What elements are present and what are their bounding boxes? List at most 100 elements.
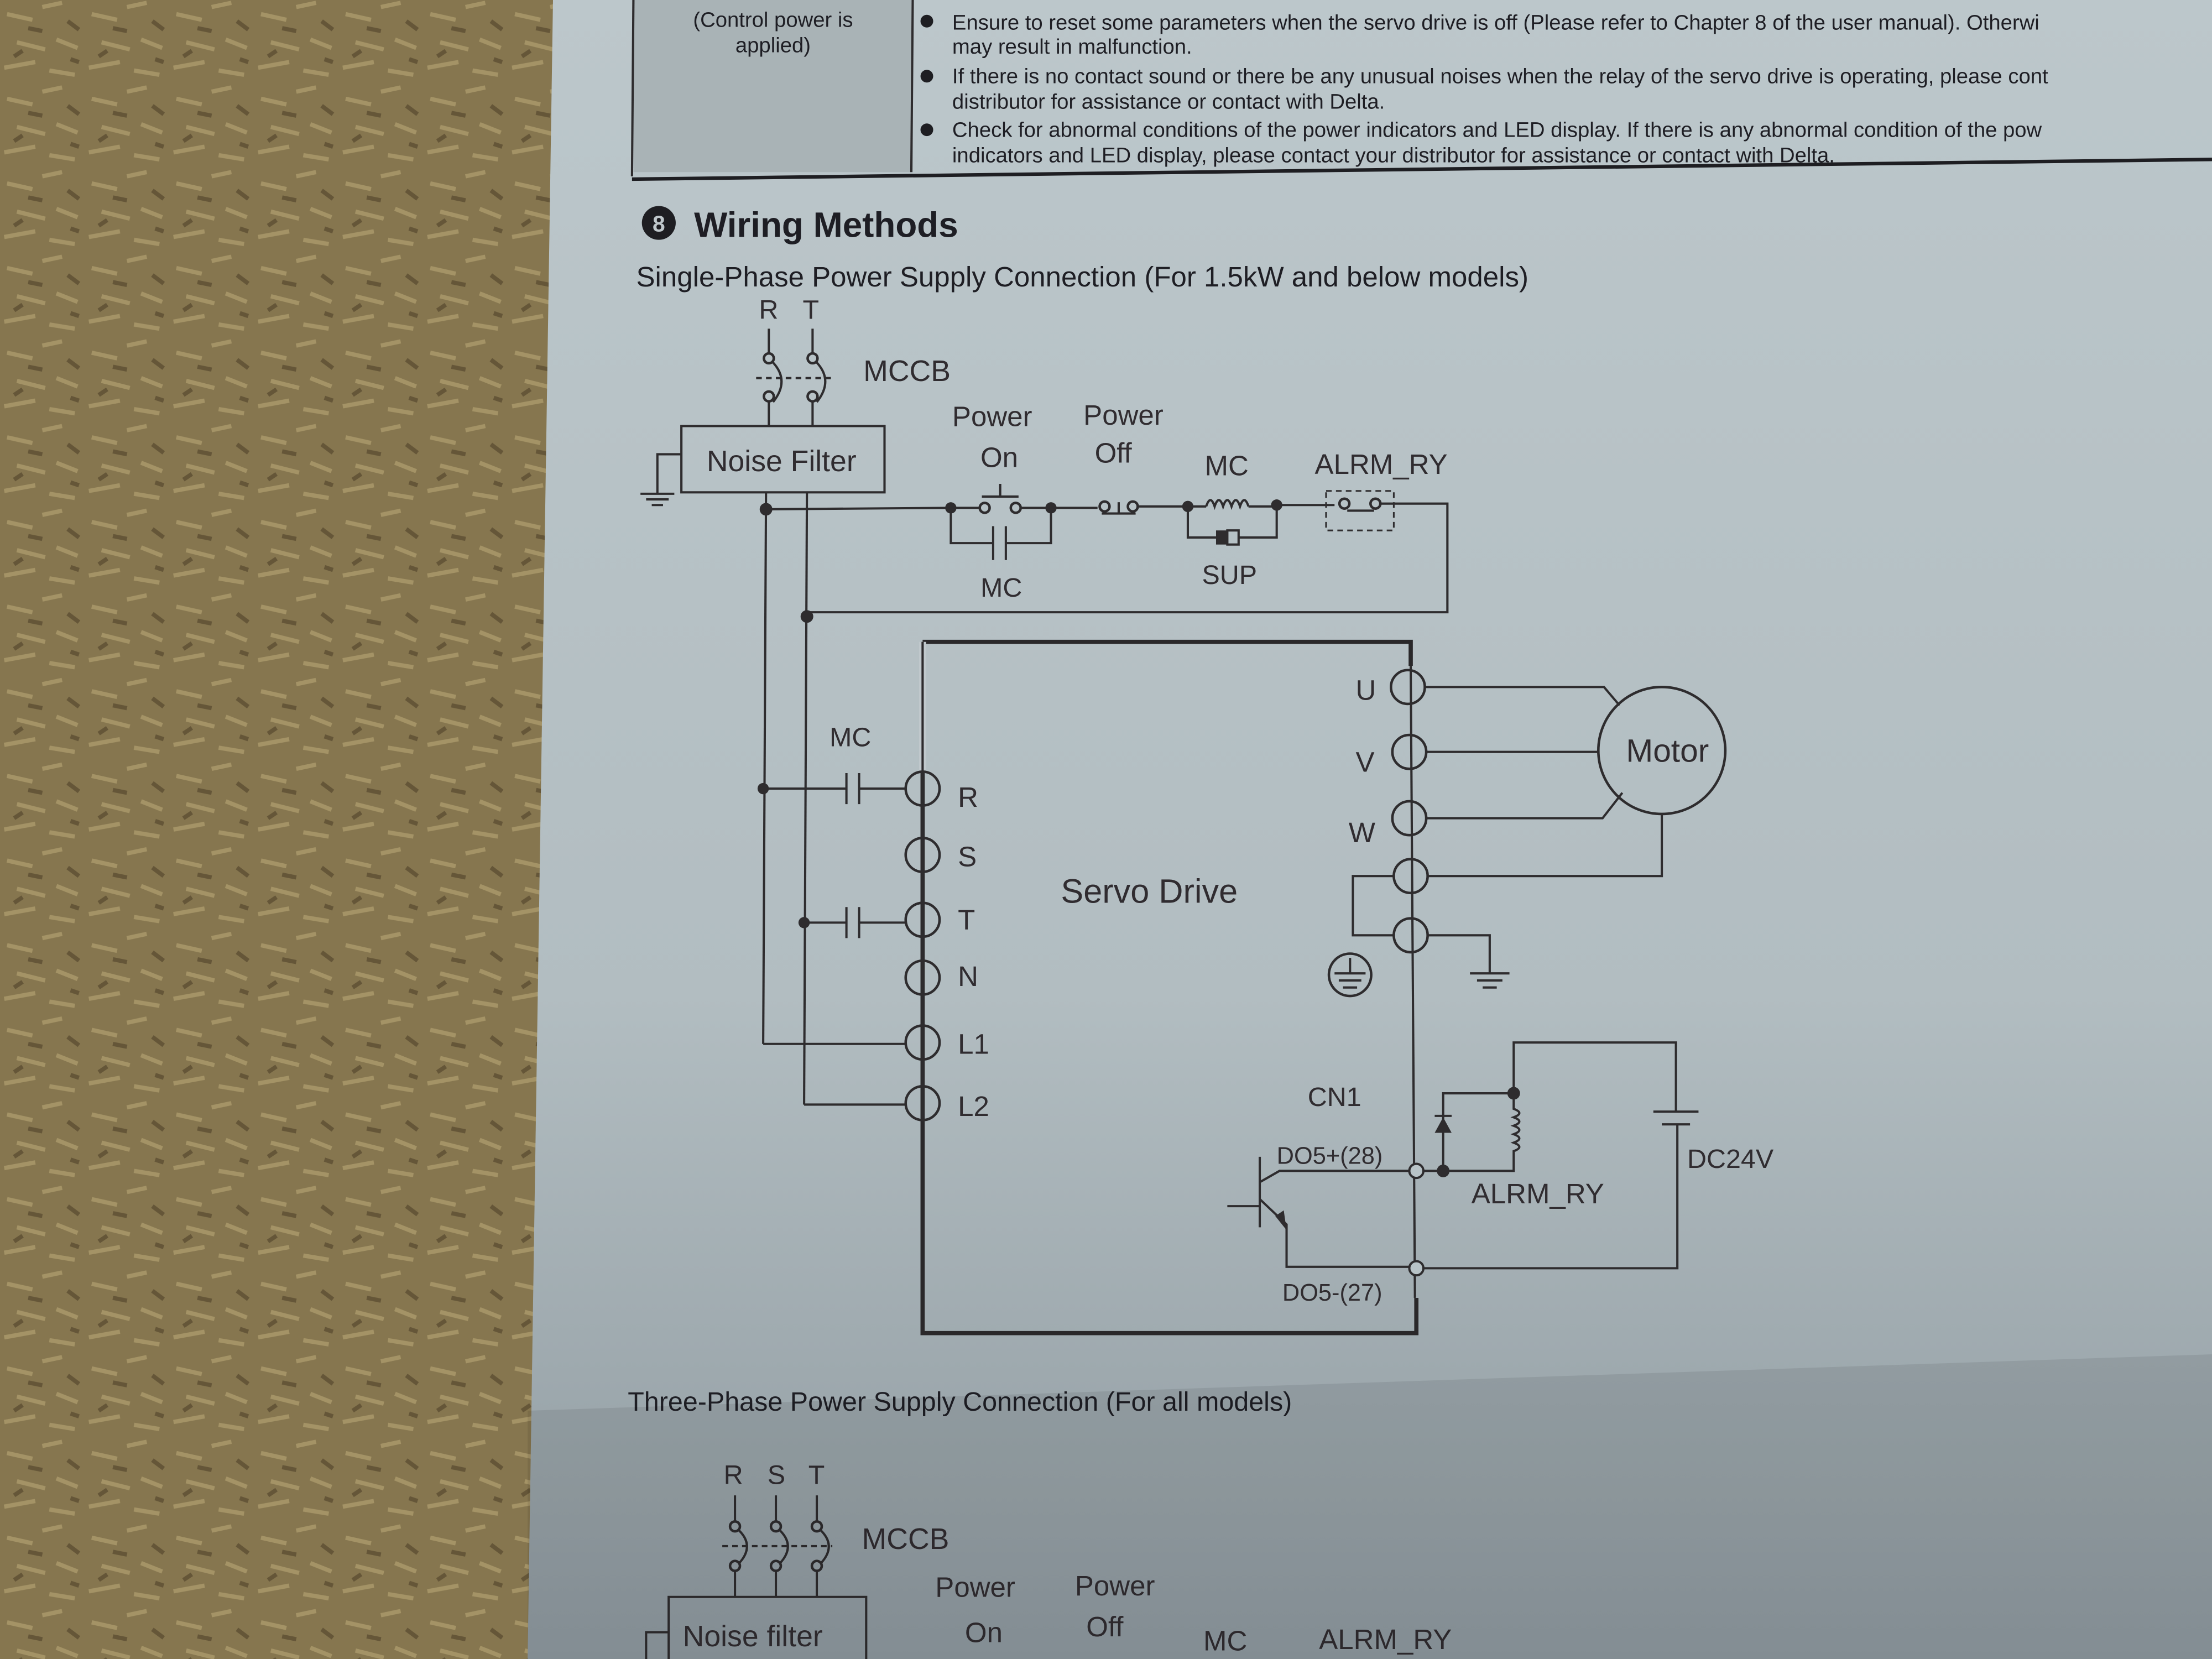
cn1-pin-28: [1408, 1162, 1425, 1180]
terminal-l1-label: L1: [958, 1029, 989, 1060]
power-off-label-line-1: Power: [1083, 399, 1164, 431]
phase-label-r: R: [724, 1460, 743, 1490]
bullet-1-line-2: may result in malfunction.: [952, 35, 1192, 59]
line-r-wire: [762, 492, 768, 1044]
dc-supply-icon: [1423, 1041, 1699, 1270]
three-phase-diagram: R S T MCCB Noise filter Power On Power: [645, 1460, 1452, 1659]
mc-main-contact-r-icon: [757, 773, 906, 805]
section-number: 8: [653, 211, 665, 236]
table-left-cell: [633, 0, 913, 173]
u-wire: [1425, 686, 1621, 706]
terminal-l2-label: L2: [958, 1091, 989, 1122]
mccb-breaker-icon: [756, 328, 836, 426]
paper-sheet: [528, 0, 2212, 1659]
cn1-label: CN1: [1308, 1082, 1361, 1112]
terminal-n: [904, 959, 941, 996]
motor-label: Motor: [1626, 733, 1709, 769]
do5-minus-label: DO5-(27): [1282, 1280, 1383, 1306]
mc-main-contact-t-icon: [798, 907, 906, 938]
terminal-s-label: S: [958, 841, 977, 872]
table-border-mid: [910, 0, 914, 173]
power-on-label-line-1: Power: [935, 1572, 1015, 1603]
mc-coil-label: MC: [1205, 450, 1249, 482]
servo-drive-label: Servo Drive: [1061, 873, 1238, 910]
alarm-relay-label: ALRM_RY: [1319, 1624, 1452, 1655]
phase-label-t: T: [808, 1460, 825, 1490]
section-heading: 8 Wiring Methods: [641, 205, 958, 245]
surge-suppressor-icon: [1186, 505, 1278, 546]
terminal-u: [1390, 669, 1426, 706]
bullet-2-line-1: If there is no contact sound or there be…: [952, 65, 2048, 88]
power-off-label-line-2: Off: [1095, 437, 1133, 469]
power-on-label-line-1: Power: [952, 400, 1032, 432]
terminal-u-label: U: [1356, 674, 1376, 706]
phase-label-s: S: [768, 1460, 785, 1490]
flyback-diode-icon: [1423, 1092, 1514, 1172]
bullet-icon: [920, 70, 933, 83]
power-on-label-line-2: On: [980, 441, 1018, 473]
ground-icon: [1427, 934, 1510, 989]
alarm-relay-coil-label: ALRM_RY: [1472, 1178, 1604, 1209]
terminal-v: [1391, 733, 1428, 770]
bullet-2-line-2: distributor for assistance or contact wi…: [952, 90, 1385, 113]
mc-coil-label: MC: [1203, 1625, 1247, 1657]
pe-loop-wire: [1352, 875, 1394, 937]
bullet-icon: [920, 123, 933, 137]
bullet-3-line-1: Check for abnormal conditions of the pow…: [952, 118, 2042, 142]
noise-filter-label: Noise Filter: [707, 445, 857, 478]
w-wire: [1426, 792, 1624, 820]
sup-label: SUP: [1202, 560, 1257, 590]
section-title: Wiring Methods: [694, 205, 958, 245]
output-bus: [1409, 666, 1416, 1298]
terminal-l1: [904, 1024, 941, 1061]
terminal-l2: [904, 1084, 941, 1121]
terminal-t: [904, 901, 941, 938]
terminal-n-label: N: [958, 961, 978, 992]
terminal-v-label: V: [1356, 746, 1375, 778]
mccb-label: MCCB: [863, 355, 951, 388]
terminal-w-label: W: [1349, 817, 1375, 848]
mc-main-contact-label: MC: [830, 722, 871, 752]
protective-earth-icon: [1327, 952, 1373, 998]
alarm-relay-coil-icon: [1443, 1093, 1521, 1172]
mccb-breaker-icon: [722, 1495, 833, 1597]
servo-drive-box-top: [922, 639, 1413, 666]
power-off-label-line-2: Off: [1086, 1611, 1124, 1642]
output-transistor-icon: [1227, 1156, 1411, 1268]
bullet-1-line-1: Ensure to reset some parameters when the…: [952, 11, 2039, 35]
motor-pe-wire: [1427, 813, 1663, 878]
cn1-pin-27: [1408, 1260, 1425, 1277]
noise-filter-label: Noise filter: [683, 1620, 823, 1653]
terminal-s: [904, 837, 941, 873]
dc24v-label: DC24V: [1687, 1144, 1774, 1174]
control-wire: [766, 507, 951, 510]
single-phase-caption: Single-Phase Power Supply Connection (Fo…: [637, 261, 1528, 293]
table-border-left: [630, 0, 635, 176]
power-on-label-line-2: On: [965, 1616, 1003, 1648]
do5-plus-label: DO5+(28): [1277, 1143, 1383, 1170]
bullet-icon: [920, 14, 933, 28]
phase-label-t: T: [803, 295, 820, 325]
noise-filter-box: [680, 425, 886, 494]
terminal-t-label: T: [958, 904, 975, 936]
terminal-r-label: R: [958, 781, 978, 813]
three-phase-caption: Three-Phase Power Supply Connection (For…: [628, 1387, 1292, 1417]
power-off-pushbutton-icon: [1051, 500, 1188, 515]
mc-holding-contact-label: MC: [980, 573, 1022, 603]
mc-holding-contact-icon: [950, 508, 1052, 560]
shadow: [528, 1354, 2212, 1659]
alarm-relay-label: ALRM_RY: [1315, 448, 1448, 480]
line-t-wire: [803, 492, 808, 1105]
terminal-w: [1391, 800, 1428, 837]
power-off-label-line-1: Power: [1075, 1570, 1155, 1601]
table-border-bottom: [632, 158, 2212, 181]
left-cell-line-1: (Control power is: [693, 8, 853, 32]
phase-label-r: R: [759, 295, 778, 325]
noise-filter-box: [667, 1595, 868, 1659]
top-table: (Control power is applied) Ensure to res…: [630, 0, 2212, 181]
junction-dot: [1271, 499, 1282, 511]
bullet-3-line-2: indicators and LED display, please conta…: [952, 143, 1835, 167]
ground-wire: [645, 1631, 669, 1659]
